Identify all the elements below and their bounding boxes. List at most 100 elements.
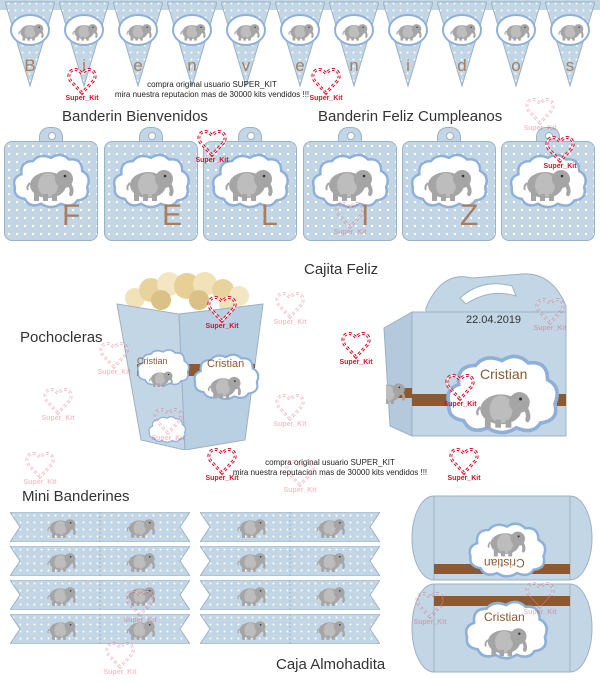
pennant-letter: d xyxy=(457,56,467,75)
pennant-shape xyxy=(545,1,595,88)
heart-shape xyxy=(153,407,183,435)
mini-banderin-strip xyxy=(199,579,381,611)
candy-cane-heart-icon: Super_Kit xyxy=(192,128,232,168)
feliz-tag: Z xyxy=(402,127,496,241)
watermark-label: Super_Kit xyxy=(23,479,57,486)
pennant-letter: i xyxy=(406,56,410,75)
notice-line-1: compra original usuario SUPER_KIT xyxy=(265,458,395,467)
candy-cane-heart-icon: Super_Kit xyxy=(202,294,242,334)
watermark-label: Super_Kit xyxy=(205,323,239,330)
watermark-label: Super_Kit xyxy=(103,669,137,676)
mini-banderin-shape xyxy=(199,511,381,543)
watermark-label: Super_Kit xyxy=(151,435,185,442)
heart-shape xyxy=(275,393,305,421)
candy-cane-heart-icon: Super_Kit xyxy=(520,96,560,136)
pennant-flag: B xyxy=(5,0,55,88)
label-mini-banderines: Mini Banderines xyxy=(22,488,130,505)
elephant-icon xyxy=(225,169,274,202)
pennant-flag: o xyxy=(491,0,541,88)
pennant-flag: n xyxy=(329,0,379,88)
pennant-shape xyxy=(221,1,271,88)
watermark-label: Super_Kit xyxy=(97,369,131,376)
popcorn-name-right: Cristian xyxy=(207,358,245,370)
mini-banderin-shape xyxy=(9,511,191,543)
elephant-icon xyxy=(126,169,175,202)
watermark-label: Super_Kit xyxy=(447,475,481,482)
watermark-label: Super_Kit xyxy=(339,359,373,366)
pennant-letter: s xyxy=(565,56,575,75)
heart-shape xyxy=(275,291,305,319)
pennant-flag: i xyxy=(59,0,109,88)
tag-letter: F xyxy=(62,199,81,232)
watermark-label: Super_Kit xyxy=(533,325,567,332)
mini-banderin-strip xyxy=(199,511,381,543)
pennant-shape xyxy=(59,1,109,88)
label-cajita-feliz: Cajita Feliz xyxy=(304,261,379,278)
elephant-icon xyxy=(149,371,174,388)
pennant-flag: s xyxy=(545,0,595,88)
watermark-label: Super_Kit xyxy=(41,415,75,422)
pillow-name-bottom: Cristian xyxy=(484,610,525,624)
pennant-shape xyxy=(167,1,217,88)
candy-cane-heart-icon: Super_Kit xyxy=(280,458,320,498)
pennant-flag: e xyxy=(113,0,163,88)
heart-shape xyxy=(335,201,365,229)
purchase-notice-top: compra original usuario SUPER_KIT mira n… xyxy=(112,80,312,100)
watermark-label: Super_Kit xyxy=(543,163,577,170)
candy-cane-heart-icon: Super_Kit xyxy=(120,588,160,628)
mini-banderin-shape xyxy=(199,545,381,577)
candy-cane-heart-icon: Super_Kit xyxy=(520,580,560,620)
popcorn-name-left: Cristian xyxy=(137,356,168,366)
elephant-icon xyxy=(484,627,528,658)
candy-cane-heart-icon: Super_Kit xyxy=(336,330,376,370)
pennant-shape xyxy=(275,1,325,88)
heart-shape xyxy=(415,591,445,619)
pennant-shape xyxy=(5,1,55,88)
pennant-flag: v xyxy=(221,0,271,88)
candy-cane-heart-icon: Super_Kit xyxy=(270,392,310,432)
feliz-tag: E xyxy=(104,127,198,241)
pennant-shape xyxy=(437,1,487,88)
label-banderin-feliz: Banderin Feliz Cumpleanos xyxy=(318,108,503,125)
heart-shape xyxy=(449,447,479,475)
mini-banderin-strip xyxy=(199,545,381,577)
watermark-label: Super_Kit xyxy=(413,619,447,626)
heart-shape xyxy=(285,459,315,487)
caja-almohadita: Cristian Cristian xyxy=(410,488,595,678)
elephant-icon xyxy=(424,169,473,202)
tag-hanger xyxy=(39,127,63,145)
heart-shape xyxy=(525,581,555,609)
heart-shape xyxy=(99,341,129,369)
mini-banderin-strip xyxy=(9,511,191,543)
mini-banderin-shape xyxy=(9,579,191,611)
label-banderin-bienvenidos: Banderin Bienvenidos xyxy=(62,108,208,125)
watermark-label: Super_Kit xyxy=(195,157,229,164)
pennant-letter: B xyxy=(24,56,36,75)
candy-cane-heart-icon: Super_Kit xyxy=(62,66,102,106)
pennant-shape xyxy=(491,1,541,88)
pennant-flag: e xyxy=(275,0,325,88)
heart-shape xyxy=(197,129,227,157)
notice-line-2: mira nuestra reputacion mas de 30000 kit… xyxy=(114,90,310,99)
tag-letter: I xyxy=(361,199,370,232)
popcorn-box: Cristian Cristian xyxy=(115,264,265,450)
candy-cane-heart-icon: Super_Kit xyxy=(306,66,346,106)
watermark-label: Super_Kit xyxy=(205,475,239,482)
candy-cane-heart-icon: Super_Kit xyxy=(540,134,580,174)
heart-shape xyxy=(311,67,341,95)
mini-banderin-shape xyxy=(199,613,381,645)
feliz-tag: L xyxy=(203,127,297,241)
mini-banderin-shape xyxy=(199,579,381,611)
feliz-tag: I xyxy=(303,127,397,241)
pennant-flag: d xyxy=(437,0,487,88)
heart-shape xyxy=(445,373,475,401)
pennant-flag: i xyxy=(383,0,433,88)
side-elephant-icon xyxy=(386,382,407,405)
pennant-letter: n xyxy=(187,56,197,75)
candy-cane-heart-icon: Super_Kit xyxy=(20,450,60,490)
pennant-shape xyxy=(329,1,379,88)
candy-cane-heart-icon: Super_Kit xyxy=(270,290,310,330)
tag-hanger xyxy=(238,127,262,145)
heart-shape xyxy=(207,295,237,323)
heart-shape xyxy=(125,589,155,617)
